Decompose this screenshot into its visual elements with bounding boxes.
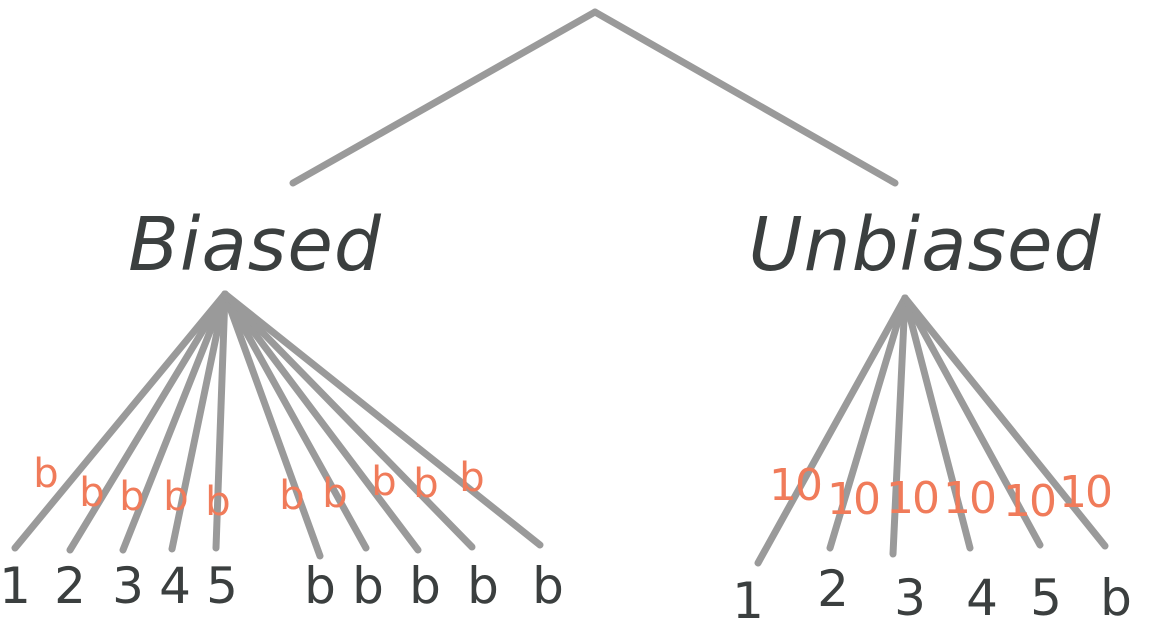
unbiased-count-label: 10 (943, 473, 995, 524)
unbiased-outcome-edge (901, 294, 1109, 550)
unbiased-count-label: 10 (769, 460, 821, 511)
unbiased-count-label: 10 (1059, 467, 1111, 518)
unbiased-node-label: Unbiased (749, 202, 1102, 288)
biased-outcome-edge (66, 290, 229, 554)
biased-outcome-label: 3 (112, 557, 144, 615)
tree-edges (11, 8, 1109, 567)
biased-outcome-edge (221, 290, 544, 549)
unbiased-outcome-label: 1 (732, 572, 764, 629)
biased-count-label: b (279, 473, 304, 519)
unbiased-count-label: 10 (827, 474, 879, 525)
biased-outcome-edge (221, 290, 476, 551)
biased-count-label: b (205, 479, 230, 525)
biased-outcome-edge (119, 290, 229, 554)
unbiased-outcome-label: 3 (894, 569, 926, 627)
biased-outcome-label: 1 (0, 557, 31, 615)
biased-outcome-label: b (532, 557, 564, 615)
root-to-biased-edge (289, 8, 599, 187)
unbiased-outcome-edge (826, 294, 909, 552)
unbiased-outcome-label: 2 (817, 560, 849, 618)
biased-outcome-label: 4 (159, 557, 191, 615)
biased-outcome-label: b (467, 557, 499, 615)
biased-outcome-label: b (304, 557, 336, 615)
biased-outcome-edge (168, 290, 229, 553)
biased-outcome-edge (11, 290, 229, 552)
biased-count-label: b (79, 470, 104, 516)
biased-outcome-edge (221, 290, 422, 554)
unbiased-count-label: 10 (886, 473, 938, 524)
biased-count-label: b (459, 455, 484, 501)
biased-count-label: b (322, 471, 347, 517)
biased-node-label: Biased (128, 202, 382, 288)
biased-count-label: b (119, 474, 144, 520)
unbiased-outcome-label: 5 (1030, 569, 1062, 627)
biased-outcome-edge (212, 290, 229, 552)
biased-outcome-label: b (352, 557, 384, 615)
biased-count-label: b (163, 474, 188, 520)
unbiased-count-label: 10 (1003, 476, 1055, 527)
biased-outcome-edge (221, 290, 324, 560)
biased-count-label: b (33, 451, 58, 497)
biased-outcome-label: 5 (206, 557, 238, 615)
unbiased-outcome-label: b (1100, 569, 1132, 627)
unbiased-outcome-edge (754, 294, 909, 567)
unbiased-outcome-edge (901, 294, 974, 552)
biased-outcome-label: 2 (54, 557, 86, 615)
biased-count-label: b (371, 459, 396, 505)
unbiased-outcome-edge (901, 294, 1044, 549)
biased-outcome-label: b (409, 557, 441, 615)
biased-count-label: b (413, 461, 438, 507)
biased-outcome-edge (221, 290, 370, 552)
unbiased-outcome-edge (889, 294, 909, 558)
root-to-unbiased-edge (591, 8, 899, 187)
unbiased-outcome-label: 4 (966, 569, 998, 627)
